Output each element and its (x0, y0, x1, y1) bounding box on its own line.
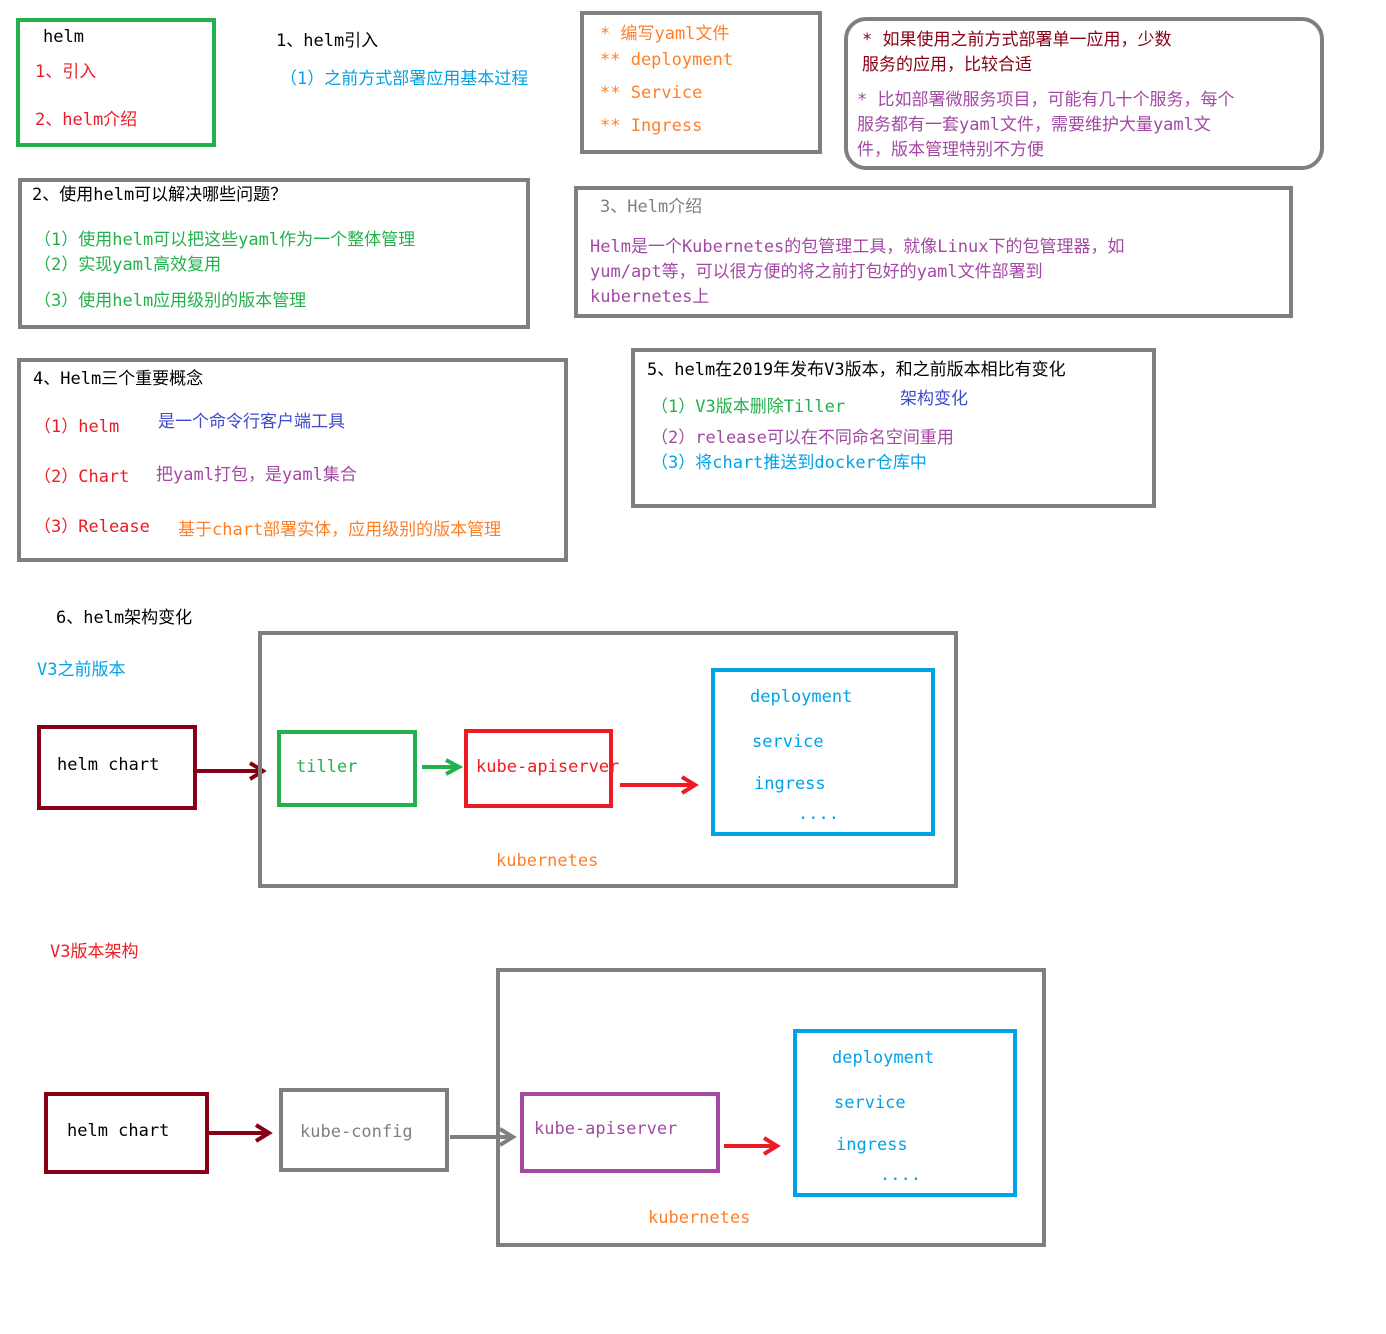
tiller-label: tiller (296, 757, 358, 777)
arch-v3-label: V3版本架构 (50, 942, 139, 962)
outline-title: helm (43, 27, 84, 47)
v3-kubernetes-box (496, 968, 1046, 1247)
concept-1-term: （1）helm (34, 417, 120, 437)
before-apiserver-box (464, 729, 613, 808)
yaml-steps-box (580, 11, 822, 154)
concept-2-term: （2）Chart (34, 467, 130, 487)
concept-1-desc: 是一个命令行客户端工具 (158, 412, 345, 432)
v3-resources-box (793, 1029, 1017, 1197)
note-line-2: 服务的应用，比较合适 (862, 55, 1032, 75)
v3-helm-chart-box (44, 1092, 209, 1174)
note-line-1: * 如果使用之前方式部署单一应用，少数 (862, 30, 1172, 50)
before-resource-ingress: ingress (754, 774, 826, 794)
v3-item-3: （3）将chart推送到docker仓库中 (651, 453, 927, 473)
kube-config-box (279, 1088, 449, 1172)
v3-resource-service: service (834, 1093, 906, 1113)
note-line-4: 服务都有一套yaml文件，需要维护大量yaml文 (857, 115, 1211, 135)
before-resource-more: .... (798, 804, 839, 824)
arrow-v3-helmchart-to-kubeconfig (208, 1123, 273, 1143)
concepts-heading: 4、Helm三个重要概念 (33, 369, 204, 389)
concept-3-term: （3）Release (34, 517, 150, 537)
before-helm-chart-box (37, 725, 197, 810)
intro-heading: 1、helm引入 (276, 31, 379, 51)
concept-3-desc: 基于chart部署实体，应用级别的版本管理 (178, 520, 502, 540)
arch-before-label: V3之前版本 (37, 660, 126, 680)
arrow-tiller-to-apiserver (422, 758, 464, 776)
concepts-box (17, 358, 568, 562)
outline-item-2: 2、helm介绍 (35, 110, 138, 130)
helm-intro-box (574, 186, 1293, 318)
before-resource-deployment: deployment (750, 687, 853, 707)
kube-config-label: kube-config (300, 1122, 413, 1142)
v3-resource-deployment: deployment (832, 1048, 935, 1068)
v3-apiserver-label: kube-apiserver (534, 1119, 678, 1139)
note-box (844, 17, 1324, 170)
note-line-3: * 比如部署微服务项目，可能有几十个服务，每个 (857, 90, 1235, 110)
v3-helm-chart-label: helm chart (67, 1121, 170, 1141)
v3-side-note: 架构变化 (900, 389, 968, 409)
arrow-apiserver-to-resources (620, 775, 699, 795)
arrow-kubeconfig-to-apiserver (450, 1127, 517, 1147)
v3-item-2: （2）release可以在不同命名空间重用 (651, 428, 954, 448)
yaml-step-2: ** deployment (600, 50, 734, 70)
yaml-step-1: * 编写yaml文件 (600, 24, 730, 44)
problems-item-1: （1）使用helm可以把这些yaml作为一个整体管理 (34, 230, 416, 250)
arch-heading: 6、helm架构变化 (56, 608, 193, 628)
problems-heading: 2、使用helm可以解决哪些问题？ (32, 185, 288, 205)
outline-item-1: 1、引入 (35, 62, 97, 82)
yaml-step-3: ** Service (600, 83, 703, 103)
v3-kubernetes-label: kubernetes (648, 1208, 751, 1228)
helm-intro-line-1: Helm是一个Kubernetes的包管理工具，就像Linux下的包管理器，如 (590, 237, 1125, 257)
problems-item-3: （3）使用helm应用级别的版本管理 (34, 291, 307, 311)
before-apiserver-label: kube-apiserver (476, 757, 620, 777)
yaml-step-4: ** Ingress (600, 116, 703, 136)
intro-sub: （1）之前方式部署应用基本过程 (280, 69, 529, 89)
v3-resource-more: .... (880, 1165, 921, 1185)
before-kubernetes-label: kubernetes (496, 851, 599, 871)
helm-intro-heading: 3、Helm介绍 (600, 197, 703, 217)
note-line-5: 件，版本管理特别不方便 (857, 140, 1044, 160)
outline-box (16, 18, 216, 147)
helm-intro-line-3: kubernetes上 (590, 287, 710, 307)
v3-resource-ingress: ingress (836, 1135, 908, 1155)
concept-2-desc: 把yaml打包，是yaml集合 (156, 465, 357, 485)
helm-intro-line-2: yum/apt等，可以很方便的将之前打包好的yaml文件部署到 (590, 262, 1043, 282)
before-helm-chart-label: helm chart (57, 755, 160, 775)
arrow-v3-apiserver-to-resources (724, 1136, 781, 1156)
before-kubernetes-box (258, 631, 958, 888)
v3-apiserver-box (520, 1092, 720, 1173)
v3-item-1: （1）V3版本删除Tiller (651, 397, 846, 417)
v3-box (631, 348, 1156, 508)
before-resources-box (711, 668, 935, 836)
arrow-helmchart-to-tiller (196, 761, 267, 781)
problems-box (18, 178, 530, 329)
tiller-box (277, 730, 417, 807)
before-resource-service: service (752, 732, 824, 752)
problems-item-2: （2）实现yaml高效复用 (34, 255, 222, 275)
v3-heading: 5、helm在2019年发布V3版本，和之前版本相比有变化 (647, 360, 1066, 380)
